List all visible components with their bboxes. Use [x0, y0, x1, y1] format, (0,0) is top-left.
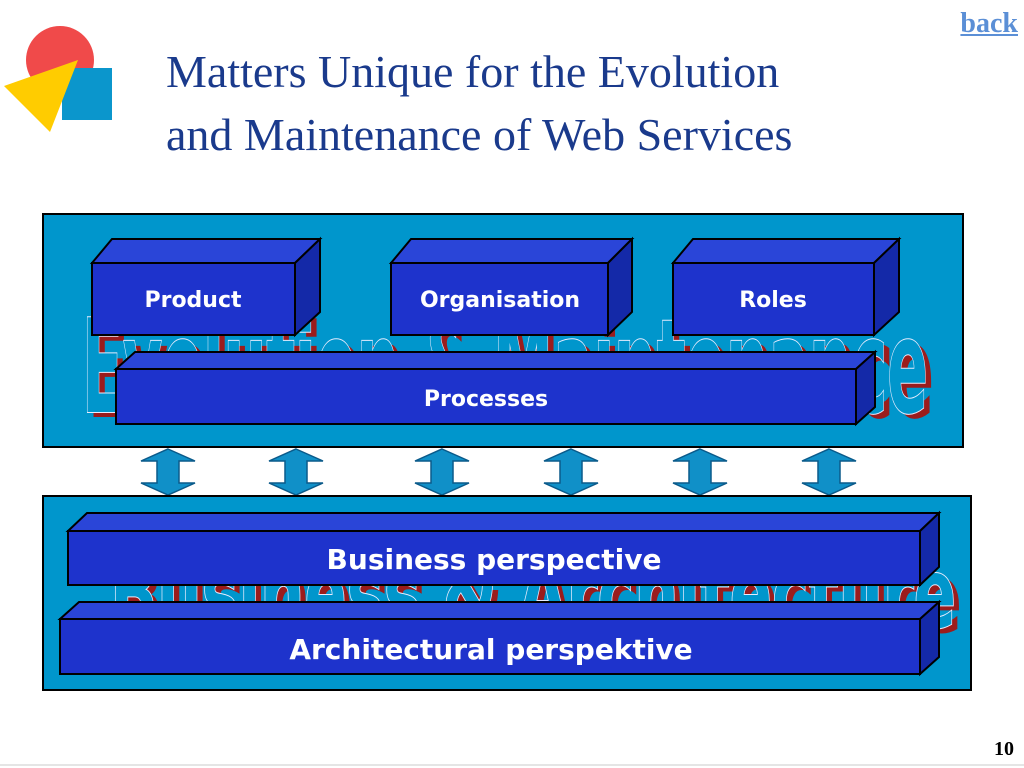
back-link[interactable]: back	[960, 8, 1018, 39]
bottom-panel: Business & Architecture Business & Archi…	[42, 495, 972, 691]
double-arrow-icon	[543, 448, 599, 496]
product-box: Product	[89, 236, 323, 338]
double-arrow-icon	[268, 448, 324, 496]
business-perspective-bar: Business perspective	[65, 510, 942, 588]
organisation-label: Organisation	[420, 288, 580, 313]
page-title: Matters Unique for the Evolution and Mai…	[166, 40, 966, 166]
logo-icon	[4, 26, 112, 132]
title-line-2: and Maintenance of Web Services	[166, 109, 793, 160]
double-arrow-icon	[140, 448, 196, 496]
processes-bar: Processes	[113, 349, 878, 427]
connector-arrows	[140, 448, 857, 496]
double-arrow-icon	[672, 448, 728, 496]
double-arrow-icon	[801, 448, 857, 496]
product-label: Product	[144, 288, 242, 313]
double-arrow-icon	[414, 448, 470, 496]
bottom-divider	[0, 764, 1024, 766]
processes-label: Processes	[424, 387, 548, 412]
roles-label: Roles	[739, 288, 807, 313]
roles-box: Roles	[670, 236, 902, 338]
organisation-box: Organisation	[388, 236, 635, 338]
page-number: 10	[994, 738, 1014, 760]
architectural-perspective-bar: Architectural perspektive	[57, 599, 942, 677]
business-perspective-label: Business perspective	[327, 543, 662, 576]
architectural-perspective-label: Architectural perspektive	[289, 633, 692, 666]
top-panel: Evolution & Maintenance Evolution & Main…	[42, 213, 964, 448]
title-line-1: Matters Unique for the Evolution	[166, 46, 780, 97]
